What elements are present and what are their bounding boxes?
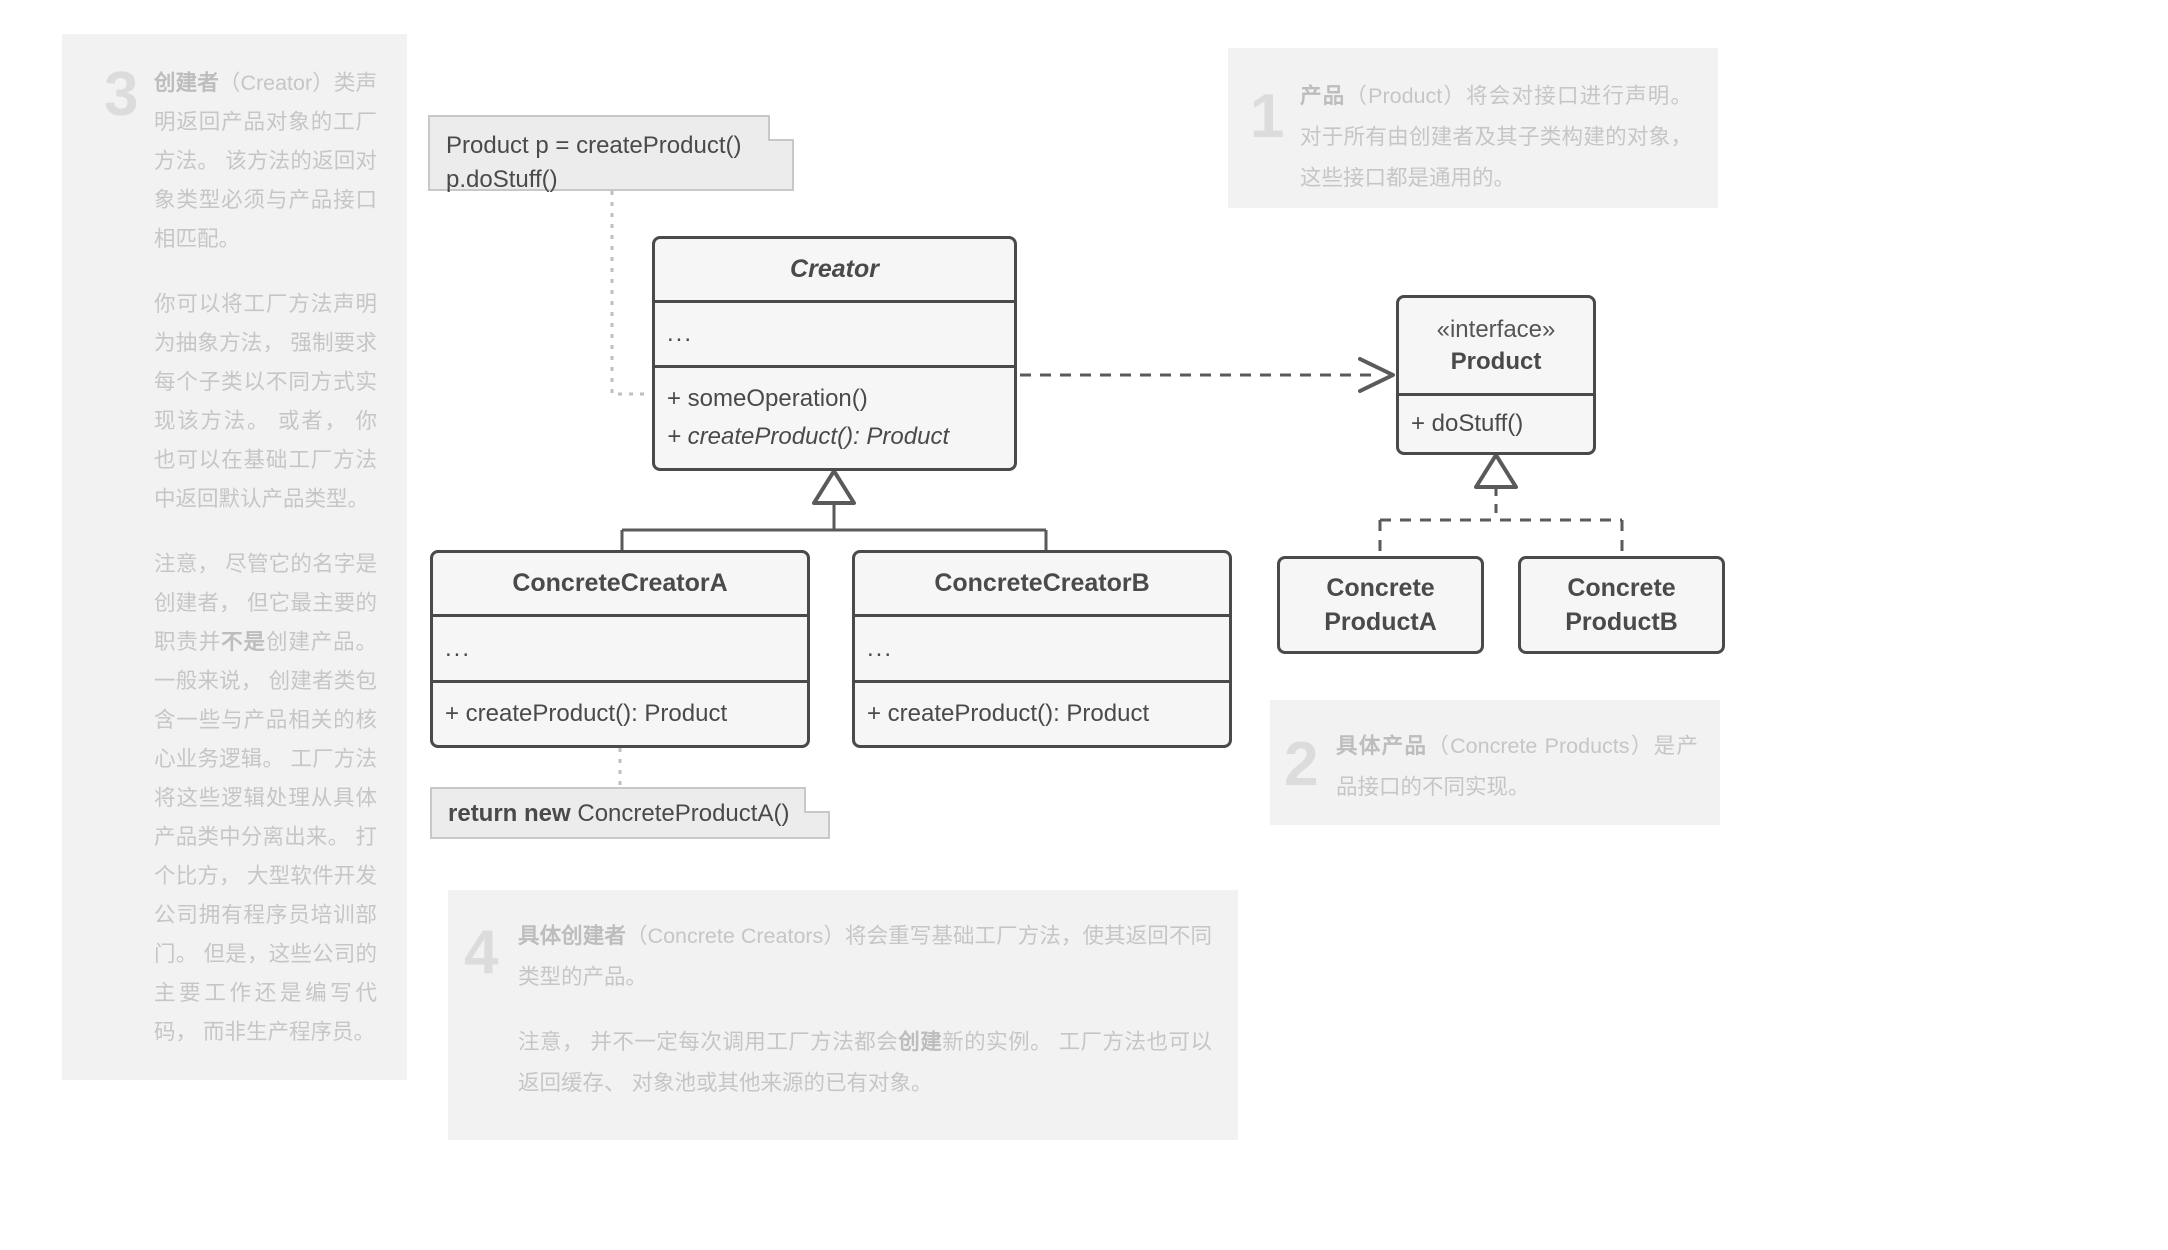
realization-line-products	[1378, 518, 1624, 556]
note-code-line-1: Product p = createProduct()	[446, 132, 742, 159]
annotation-product-lead-rest: （Product）将会对接口进行声明。 对于所有由创建者及其子类构建的对象，这些…	[1300, 84, 1692, 190]
annotation-product: 1 产品（Product）将会对接口进行声明。 对于所有由创建者及其子类构建的对…	[1228, 48, 1718, 208]
class-creator-title-section: Creator	[655, 239, 1014, 303]
annotation-cc-p2-a: 注意， 并不一定每次调用工厂方法都会	[518, 1030, 899, 1054]
annotation-number-2: 2	[1284, 730, 1318, 799]
class-cpb-title-line-2: ProductB	[1565, 608, 1678, 636]
class-box-creator[interactable]: Creator ... + someOperation() + createPr…	[652, 236, 1017, 471]
class-cpa-title-line-1: Concrete	[1326, 574, 1435, 602]
generalization-line-creators	[620, 503, 1048, 550]
class-product-method-0: + doStuff()	[1411, 410, 1524, 437]
annotation-cc-p2-bold: 创建	[898, 1030, 943, 1054]
note-code-sample: Product p = createProduct() p.doStuff()	[428, 115, 794, 193]
annotation-creator-p3-b: 创建产品。 一般来说， 创建者类包含一些与产品相关的核心业务逻辑。 工厂方法将这…	[154, 630, 377, 1044]
class-cca-method-0: + createProduct(): Product	[445, 700, 728, 727]
annotation-concrete-products-lead-bold: 具体产品	[1336, 734, 1428, 758]
note-code-line-2: p.doStuff()	[446, 166, 558, 193]
note-return-statement: return new ConcreteProductA()	[430, 787, 830, 839]
class-product-title: Product	[1450, 347, 1542, 375]
class-cca-title: ConcreteCreatorA	[512, 569, 728, 597]
dependency-arrowhead-icon	[1358, 357, 1395, 393]
class-ccb-attributes: ...	[867, 634, 894, 662]
class-cpa-title-line-2: ProductA	[1324, 608, 1437, 636]
annotation-concrete-creators-paragraph-1: 具体创建者（Concrete Creators）将会重写基础工厂方法，使其返回不…	[518, 916, 1212, 998]
annotation-concrete-products-paragraph: 具体产品（Concrete Products）是产品接口的不同实现。	[1336, 726, 1698, 808]
class-box-concrete-creator-b[interactable]: ConcreteCreatorB ... + createProduct(): …	[852, 550, 1232, 748]
annotation-creator-paragraph-2: 你可以将工厂方法声明为抽象方法， 强制要求每个子类以不同方式实现该方法。 或者，…	[154, 292, 377, 511]
note-fold-corner-icon	[768, 115, 794, 141]
annotation-concrete-products: 2 具体产品（Concrete Products）是产品接口的不同实现。	[1270, 700, 1720, 825]
class-creator-attributes: ...	[667, 320, 694, 347]
class-creator-title: Creator	[790, 255, 879, 283]
class-cca-title-section: ConcreteCreatorA	[433, 553, 807, 617]
annotation-concrete-creators: 4 具体创建者（Concrete Creators）将会重写基础工厂方法，使其返…	[448, 890, 1238, 1140]
note-return-rest: ConcreteProductA()	[570, 800, 790, 827]
class-cca-attributes-section: ...	[433, 617, 807, 683]
class-cca-methods-section: + createProduct(): Product	[433, 683, 807, 745]
class-creator-method-0: + someOperation()	[667, 385, 868, 412]
note-return-keyword: return new	[448, 800, 571, 827]
class-creator-methods-section: + someOperation() + createProduct(): Pro…	[655, 368, 1014, 468]
class-cpb-title: Concrete ProductB	[1521, 571, 1722, 639]
generalization-triangle-icon	[812, 469, 856, 505]
annotation-cc-p2-b: 新的实例。 工厂方法也可以返回缓存、 对象池或其他来源的已有对象。	[518, 1030, 1212, 1095]
annotation-product-lead-bold: 产品	[1300, 84, 1346, 108]
class-cpa-title: Concrete ProductA	[1280, 571, 1481, 639]
class-box-concrete-creator-a[interactable]: ConcreteCreatorA ... + createProduct(): …	[430, 550, 810, 748]
note-return-text: return new ConcreteProductA()	[448, 796, 812, 832]
class-product-title-wrap: Product	[1399, 346, 1593, 378]
annotation-concrete-creators-paragraph-2: 注意， 并不一定每次调用工厂方法都会创建新的实例。 工厂方法也可以返回缓存、 对…	[518, 1022, 1212, 1104]
class-cca-attributes: ...	[445, 634, 472, 662]
realization-triangle-icon	[1474, 453, 1518, 489]
annotation-concrete-creators-lead-bold: 具体创建者	[518, 924, 626, 948]
class-creator-attributes-section: ...	[655, 303, 1014, 368]
annotation-creator-p3-bold: 不是	[221, 630, 266, 654]
class-box-concrete-product-a[interactable]: Concrete ProductA	[1277, 556, 1484, 654]
class-box-product[interactable]: «interface» Product + doStuff()	[1396, 295, 1596, 455]
annotation-number-1: 1	[1250, 82, 1284, 151]
annotation-creator-lead-rest: （Creator）类声明返回产品对象的工厂方法。 该方法的返回对象类型必须与产品…	[154, 71, 377, 251]
annotation-creator: 3 创建者（Creator）类声明返回产品对象的工厂方法。 该方法的返回对象类型…	[62, 34, 407, 1080]
annotation-number-3: 3	[104, 60, 138, 129]
class-ccb-attributes-section: ...	[855, 617, 1229, 683]
annotation-creator-lead-bold: 创建者	[154, 71, 219, 95]
class-ccb-title-section: ConcreteCreatorB	[855, 553, 1229, 617]
class-ccb-title: ConcreteCreatorB	[934, 569, 1150, 597]
class-product-stereotype: «interface»	[1436, 315, 1556, 343]
annotation-concrete-creators-lead-rest: （Concrete Creators）将会重写基础工厂方法，使其返回不同类型的产…	[518, 924, 1212, 989]
annotation-product-paragraph: 产品（Product）将会对接口进行声明。 对于所有由创建者及其子类构建的对象，…	[1300, 76, 1692, 199]
class-box-concrete-product-b[interactable]: Concrete ProductB	[1518, 556, 1725, 654]
annotation-creator-paragraph-3: 注意， 尽管它的名字是创建者， 但它最主要的职责并不是创建产品。 一般来说， 创…	[154, 545, 377, 1052]
class-ccb-method-0: + createProduct(): Product	[867, 700, 1150, 727]
annotation-concrete-products-lead-rest: （Concrete Products）是产品接口的不同实现。	[1336, 734, 1698, 799]
note-fold-corner-icon	[804, 787, 830, 813]
annotation-number-4: 4	[464, 918, 498, 987]
annotation-creator-p3-a: 注意， 尽管它的名字是创建者， 但它最主要的职责并	[154, 552, 377, 654]
class-cpb-title-line-1: Concrete	[1567, 574, 1676, 602]
annotation-creator-paragraph-1: 创建者（Creator）类声明返回产品对象的工厂方法。 该方法的返回对象类型必须…	[154, 64, 377, 259]
class-ccb-methods-section: + createProduct(): Product	[855, 683, 1229, 745]
note-link-creator	[610, 191, 650, 396]
class-product-title-section: «interface» Product	[1399, 298, 1593, 396]
class-product-methods-section: + doStuff()	[1399, 396, 1593, 452]
class-creator-method-1: + createProduct(): Product	[667, 423, 950, 450]
